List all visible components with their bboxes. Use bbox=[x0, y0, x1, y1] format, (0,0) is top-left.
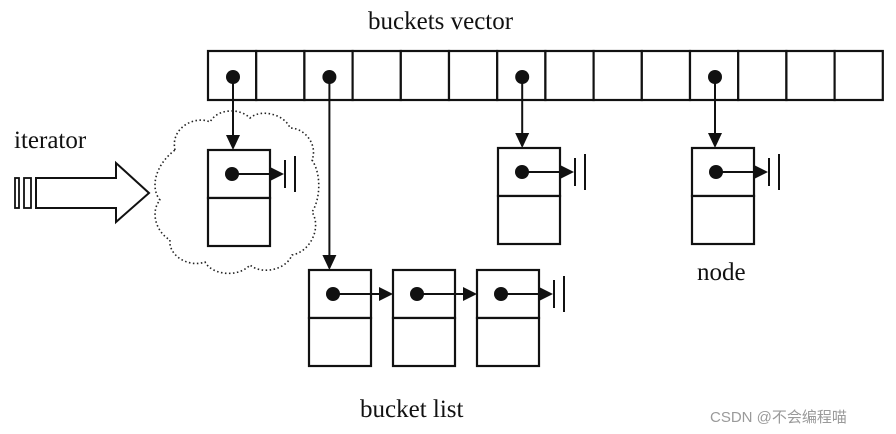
vector-cell bbox=[255, 49, 306, 102]
arrowhead-right-icon bbox=[560, 165, 574, 179]
buckets-vector bbox=[206, 49, 884, 102]
node-value-field bbox=[496, 194, 562, 246]
bucket-nodes bbox=[206, 146, 780, 368]
vector-cell bbox=[399, 49, 451, 102]
vector-cell bbox=[833, 49, 884, 102]
vector-cell bbox=[737, 49, 788, 102]
vector-cell bbox=[544, 49, 595, 102]
vector-cell bbox=[447, 49, 499, 102]
arrowhead-right-icon bbox=[270, 167, 284, 181]
list-node bbox=[391, 268, 457, 368]
list-node bbox=[475, 268, 541, 368]
list-node bbox=[690, 146, 756, 246]
node-value-field bbox=[690, 194, 756, 246]
node-value-field bbox=[206, 196, 272, 248]
node-value-field bbox=[475, 316, 541, 368]
watermark: CSDN @不会编程喵 bbox=[710, 409, 847, 426]
list-node bbox=[307, 268, 373, 368]
vector-cell bbox=[640, 49, 692, 102]
node-value-field bbox=[307, 316, 373, 368]
arrowhead-right-icon bbox=[379, 287, 393, 301]
arrowhead-down-icon bbox=[515, 133, 530, 148]
buckets-vector-title: buckets vector bbox=[368, 8, 514, 35]
arrowhead-right-icon bbox=[539, 287, 553, 301]
iterator-label: iterator bbox=[14, 127, 87, 154]
node-value-field bbox=[391, 316, 457, 368]
vector-cell bbox=[785, 49, 836, 102]
vector-cell bbox=[351, 49, 402, 102]
arrowhead-right-icon bbox=[463, 287, 477, 301]
iterator-focus-cloud bbox=[154, 110, 320, 275]
bucket-list-label: bucket list bbox=[360, 396, 464, 423]
list-node bbox=[206, 148, 272, 248]
iterator-arrow-icon bbox=[14, 160, 151, 225]
arrowhead-down-icon bbox=[708, 133, 722, 148]
list-node bbox=[496, 146, 562, 246]
node-label: node bbox=[697, 259, 746, 286]
arrowhead-right-icon bbox=[754, 165, 768, 179]
bucket-pointers bbox=[226, 77, 722, 270]
arrowhead-down-icon bbox=[226, 135, 240, 150]
arrowhead-down-icon bbox=[322, 255, 337, 270]
vector-cell bbox=[592, 49, 643, 102]
